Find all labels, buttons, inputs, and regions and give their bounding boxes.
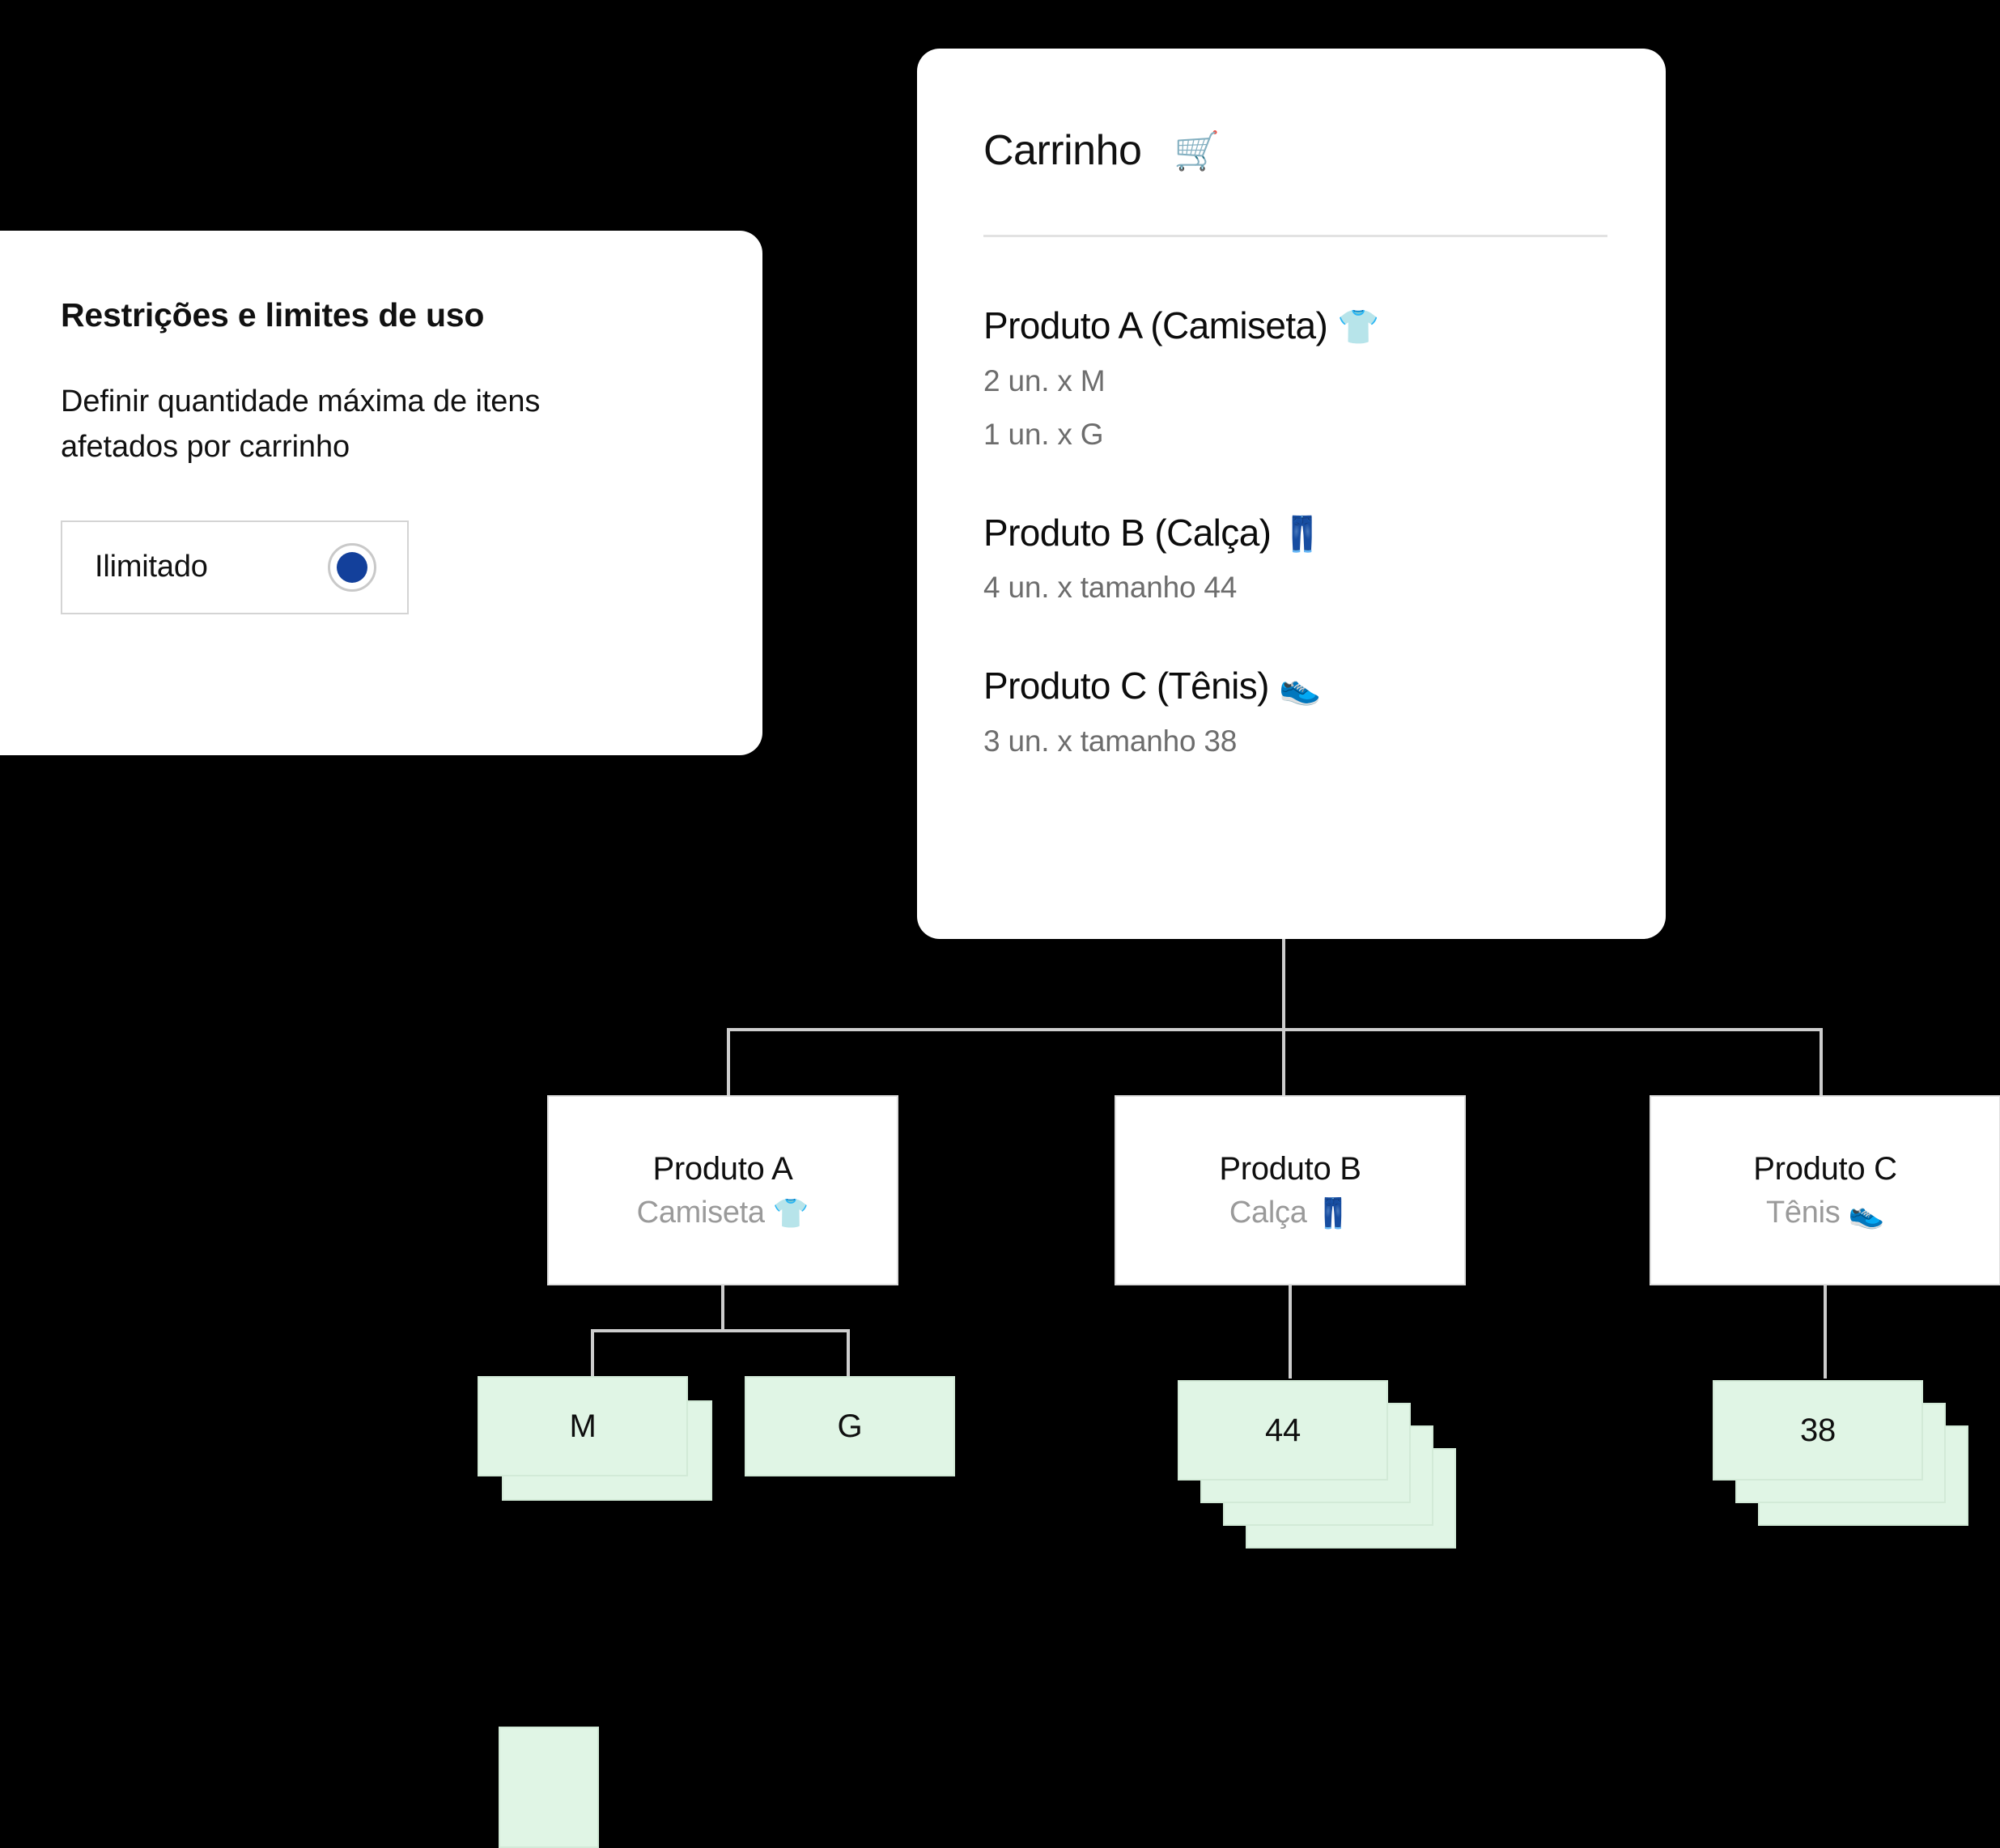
cart-item-qty-line: 1 un. x G [983,417,1104,451]
cart-header: Carrinho 🛒 [983,126,1607,175]
connector-to-size-m [591,1329,594,1376]
cart-item-qty-line: 2 un. x M [983,363,1106,397]
cart-item: Produto A (Camiseta) 👕 2 un. x M 1 un. x… [983,304,1607,454]
connector-to-size-38 [1824,1285,1827,1379]
tshirt-icon: 👕 [1337,308,1380,346]
tree-node-subtitle: Tênis 👟 [1766,1196,1884,1231]
cart-card: Carrinho 🛒 Produto A (Camiseta) 👕 2 un. … [917,49,1666,939]
tree-node-subtitle: Calça 👖 [1229,1196,1351,1231]
tree-node-produto-a[interactable]: Produto A Camiseta 👕 [547,1095,898,1285]
cart-item-label: Produto C (Tênis) [983,665,1269,707]
cart-content: Carrinho 🛒 Produto A (Camiseta) 👕 2 un. … [983,126,1607,761]
connector-produto-a-bar [591,1329,848,1332]
connector-to-size-44 [1289,1285,1292,1379]
unlimited-option-label: Ilimitado [95,550,208,584]
size-card-partial [499,1727,599,1848]
shopping-cart-icon: 🛒 [1174,130,1221,172]
stack-sheet-top: G [745,1376,955,1476]
unlimited-option-row[interactable]: Ilimitado [61,520,409,614]
tree-node-subtitle-text: Tênis [1766,1195,1841,1230]
stack-sheet-top: 38 [1713,1380,1923,1481]
connector-produto-a-stem [721,1285,724,1331]
tree-node-subtitle-text: Calça [1229,1195,1307,1230]
tree-node-produto-c[interactable]: Produto C Tênis 👟 [1650,1095,2000,1285]
size-stack-44[interactable]: 44 [1178,1380,1456,1558]
connector-to-size-g [847,1329,850,1376]
radio-selected-dot [337,551,367,583]
usage-limits-title: Restrições e limites de uso [61,296,485,333]
cart-item-qty-line: 3 un. x tamanho 38 [983,724,1238,758]
cart-item-name: Produto C (Tênis) 👟 [983,665,1607,707]
connector-cart-trunk [1282,939,1285,1030]
connector-to-produto-a [727,1028,730,1095]
usage-limits-description: Definir quantidade máxima de itens afeta… [61,384,541,465]
connector-products-bar [727,1028,1823,1031]
tree-node-title: Produto C [1753,1150,1897,1187]
tree-node-title: Produto A [652,1150,793,1187]
stack-sheet-top: 44 [1178,1380,1388,1481]
cart-divider [983,235,1607,237]
cart-item-qty-line: 4 un. x tamanho 44 [983,571,1238,605]
jeans-icon: 👖 [1314,1196,1352,1230]
stack-sheet-top: M [478,1376,688,1476]
size-label: G [837,1408,863,1444]
cart-item-label: Produto A (Camiseta) [983,304,1328,346]
usage-limits-content: Restrições e limites de uso Definir quan… [61,295,700,614]
tree-node-title: Produto B [1219,1150,1361,1187]
tree-node-subtitle: Camiseta 👕 [637,1196,809,1231]
usage-limits-card: Restrições e limites de uso Definir quan… [0,231,762,755]
connector-to-produto-b [1282,1028,1285,1095]
size-label: M [569,1408,597,1444]
cart-item-label: Produto B (Calça) [983,511,1272,554]
cart-item-name: Produto A (Camiseta) 👕 [983,304,1607,347]
connector-to-produto-c [1820,1028,1823,1095]
size-stack-g[interactable]: G [745,1376,987,1522]
sneaker-icon: 👟 [1279,668,1321,707]
size-label: 44 [1264,1412,1301,1448]
jeans-icon: 👖 [1280,514,1323,553]
tshirt-icon: 👕 [772,1196,809,1230]
sneaker-icon: 👟 [1848,1196,1884,1230]
unlimited-radio-button[interactable] [328,542,376,592]
size-label: 38 [1799,1412,1837,1448]
tree-node-subtitle-text: Camiseta [636,1195,765,1230]
cart-title: Carrinho [983,127,1142,174]
cart-item-name: Produto B (Calça) 👖 [983,512,1607,554]
tree-node-produto-b[interactable]: Produto B Calça 👖 [1115,1095,1466,1285]
cart-item: Produto B (Calça) 👖 4 un. x tamanho 44 [983,512,1607,608]
cart-item: Produto C (Tênis) 👟 3 un. x tamanho 38 [983,665,1607,761]
size-stack-m[interactable]: M [478,1376,720,1522]
size-stack-38[interactable]: 38 [1713,1380,1988,1542]
